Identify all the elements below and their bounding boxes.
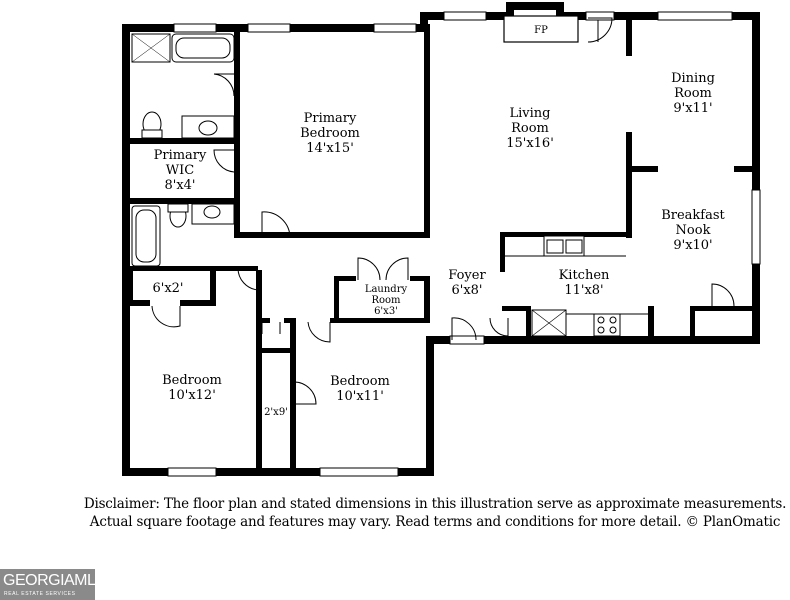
dining-room-dims: 9'x11' [673,101,712,116]
windows [167,11,761,477]
living-room-name1: Living [510,106,551,121]
door-swings [151,17,735,405]
dining-room-name1: Dining [671,71,715,86]
closet-2x9-dims: 2'x9' [264,407,288,418]
primary-bedroom-name2: Bedroom [300,126,360,141]
breakfast-nook-name2: Nook [676,223,711,238]
dining-room-name2: Room [674,86,712,101]
interior-walls [128,16,758,472]
bedroom-right-name: Bedroom [330,374,390,389]
closet-6x2-dims: 6'x2' [152,281,183,296]
primary-bedroom-dims: 14'x15' [306,141,354,156]
primary-wic-dims: 8'x4' [164,178,195,193]
primary-wic-name2: WIC [166,163,194,178]
laundry-name2: Room [371,295,401,306]
breakfast-nook-name1: Breakfast [661,208,725,223]
exterior-walls [122,2,760,476]
disclaimer-line-1: Disclaimer: The floor plan and stated di… [83,496,787,512]
room-labels: Primary Bedroom 14'x15' Primary WIC 8'x4… [152,25,725,418]
kitchen-dims: 11'x8' [564,283,603,298]
kitchen-name: Kitchen [559,268,610,283]
fireplace [503,15,579,43]
primary-bedroom-name1: Primary [304,111,357,126]
bedroom-right-dims: 10'x11' [336,389,384,404]
living-room-dims: 15'x16' [506,136,554,151]
fixtures [131,33,648,337]
bedroom-left-dims: 10'x12' [168,388,216,403]
primary-wic-name1: Primary [154,148,207,163]
living-room-name2: Room [511,121,549,136]
bedroom-left-name: Bedroom [162,373,222,388]
laundry-dims: 6'x3' [374,306,398,317]
fireplace-label: FP [534,25,548,36]
foyer-name: Foyer [448,268,486,283]
georgiamls-logo: GEORGIAMLS REAL ESTATE SERVICES [0,569,106,600]
breakfast-nook-dims: 9'x10' [673,238,712,253]
disclaimer-line-2: Actual square footage and features may v… [89,514,781,530]
logo-main-text: GEORGIAMLS [3,572,106,589]
laundry-name1: Laundry [365,284,408,295]
logo-sub-text: REAL ESTATE SERVICES [4,591,76,597]
foyer-dims: 6'x8' [451,283,482,298]
